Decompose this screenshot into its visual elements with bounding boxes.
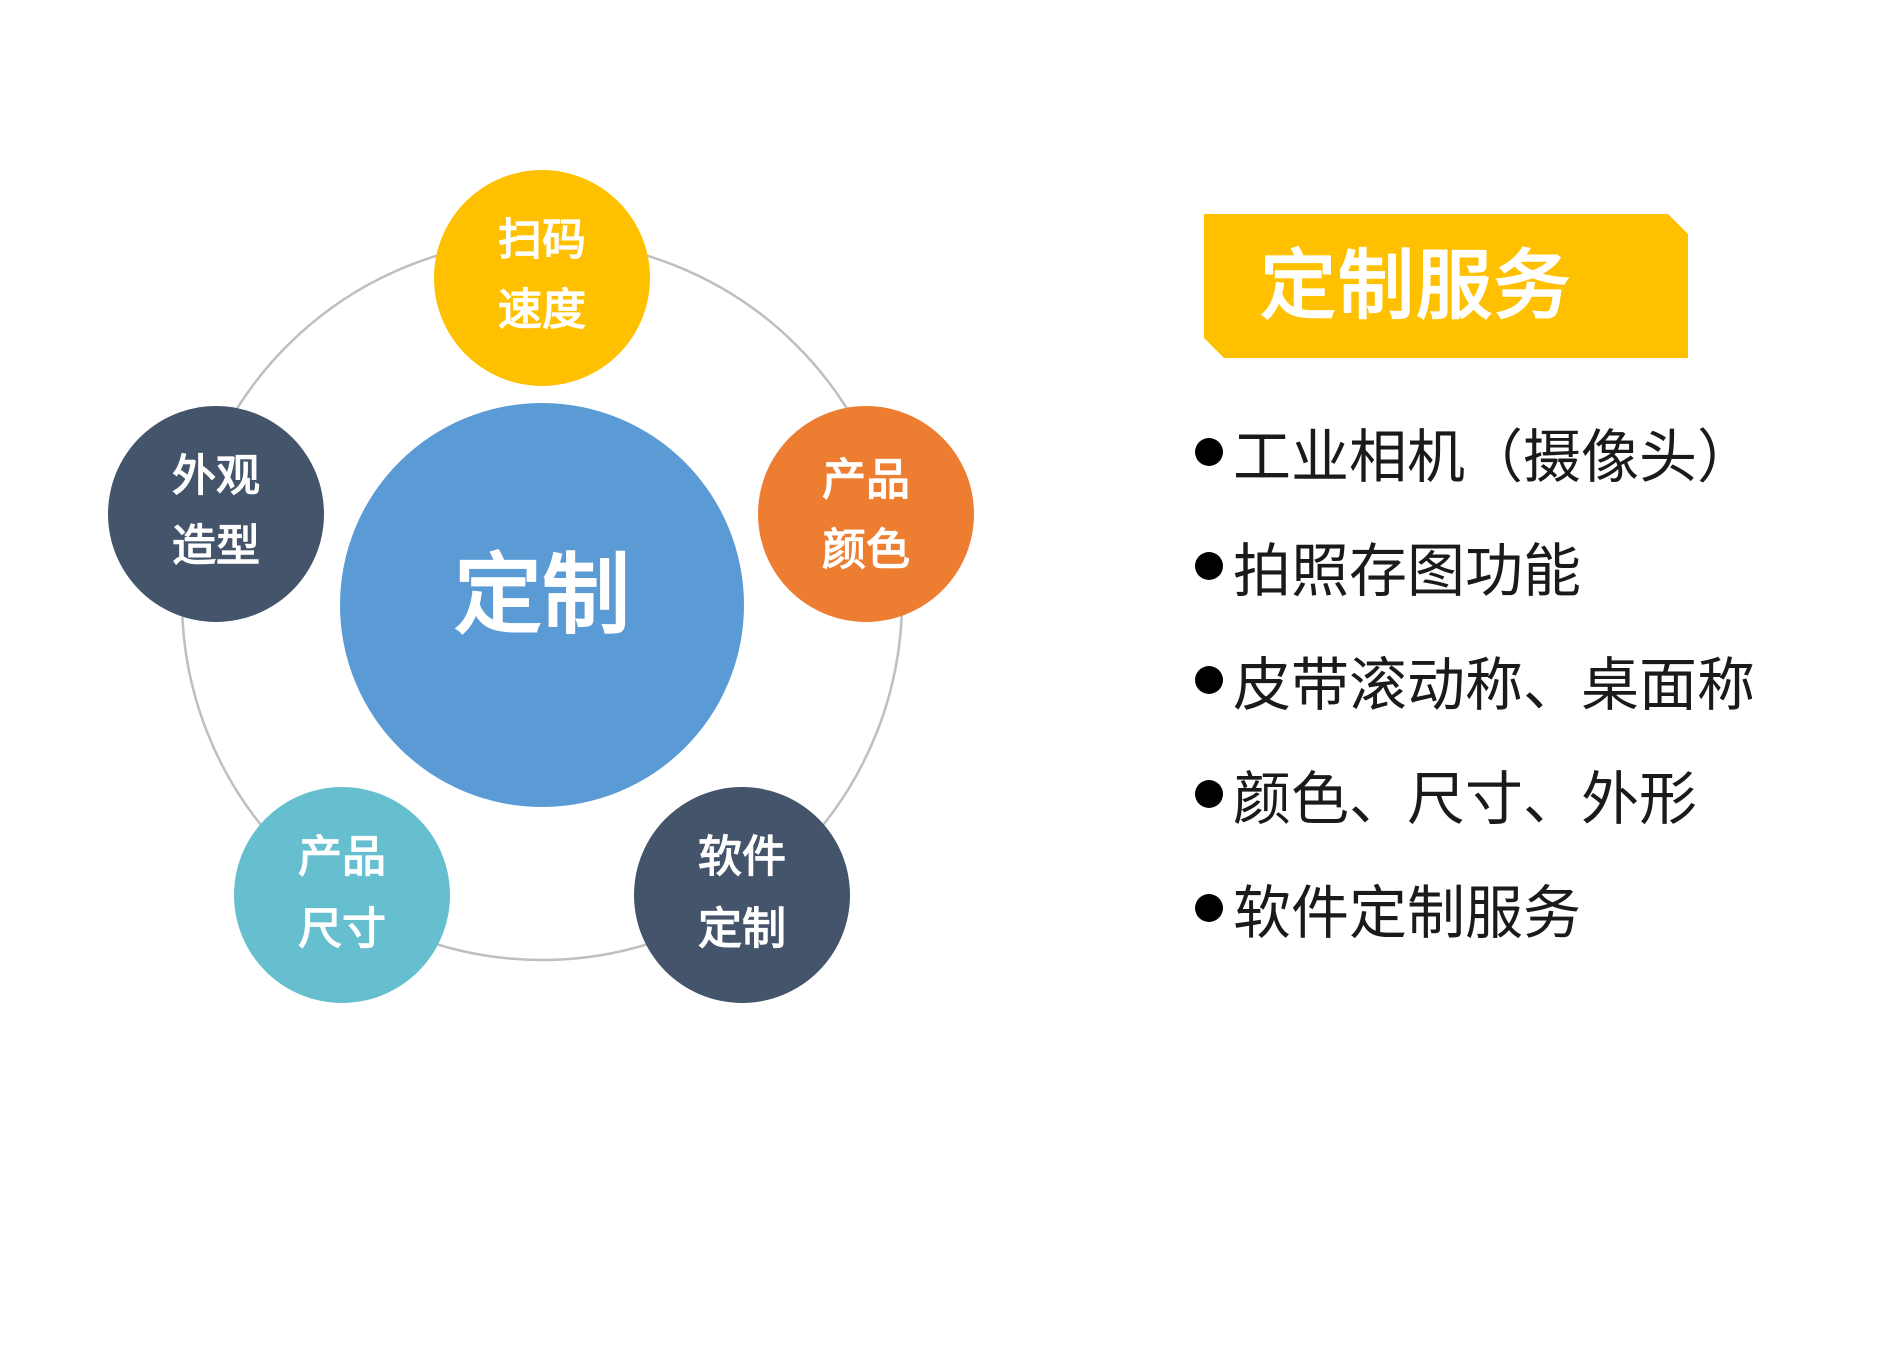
list-item-text: 颜色、尺寸、外形	[1233, 765, 1698, 833]
bullet-icon	[1195, 894, 1223, 922]
bullet-icon	[1195, 552, 1223, 580]
list-item-text: 工业相机（摄像头）	[1233, 423, 1756, 491]
bullet-icon	[1195, 780, 1223, 808]
banner-shape	[1204, 214, 1688, 358]
node-appearance-design: 外观 造型	[108, 406, 324, 622]
node-label-line1: 外观	[172, 451, 260, 502]
customization-diagram: 定制 扫码 速度 产品 颜色 软件 定制 产品 尺寸 外观 造型	[108, 170, 974, 1003]
node-circle	[434, 170, 650, 386]
service-list: 工业相机（摄像头） 拍照存图功能 皮带滚动称、桌面称 颜色、尺寸、外形 软件定制…	[1195, 395, 1755, 965]
node-label-line2: 尺寸	[298, 904, 386, 955]
node-circle	[234, 787, 450, 1003]
node-scan-speed: 扫码 速度	[434, 170, 650, 386]
banner-title: 定制服务	[1260, 241, 1572, 330]
list-item: 拍照存图功能	[1195, 509, 1755, 623]
node-product-color: 产品 颜色	[758, 406, 974, 622]
node-label-line2: 速度	[498, 285, 586, 336]
bullet-icon	[1195, 666, 1223, 694]
node-software-custom: 软件 定制	[634, 787, 850, 1003]
node-label-line2: 颜色	[822, 525, 910, 576]
list-item-text: 皮带滚动称、桌面称	[1233, 651, 1756, 719]
node-product-size: 产品 尺寸	[234, 787, 450, 1003]
node-label-line2: 定制	[698, 904, 786, 955]
list-item-text: 拍照存图功能	[1233, 537, 1582, 605]
list-item: 颜色、尺寸、外形	[1195, 737, 1755, 851]
list-item: 工业相机（摄像头）	[1195, 395, 1755, 509]
list-item: 软件定制服务	[1195, 851, 1755, 965]
node-circle	[108, 406, 324, 622]
node-label-line1: 产品	[822, 455, 910, 506]
center-circle	[340, 403, 744, 807]
service-banner: 定制服务	[1204, 214, 1688, 358]
node-label-line1: 软件	[698, 832, 786, 883]
center-label: 定制	[454, 544, 630, 647]
center-node: 定制	[340, 403, 744, 807]
list-item: 皮带滚动称、桌面称	[1195, 623, 1755, 737]
node-circle	[758, 406, 974, 622]
node-label-line2: 造型	[172, 521, 260, 572]
node-label-line1: 产品	[298, 832, 386, 883]
node-label-line1: 扫码	[498, 215, 586, 266]
list-item-text: 软件定制服务	[1233, 879, 1582, 947]
bullet-icon	[1195, 438, 1223, 466]
node-circle	[634, 787, 850, 1003]
